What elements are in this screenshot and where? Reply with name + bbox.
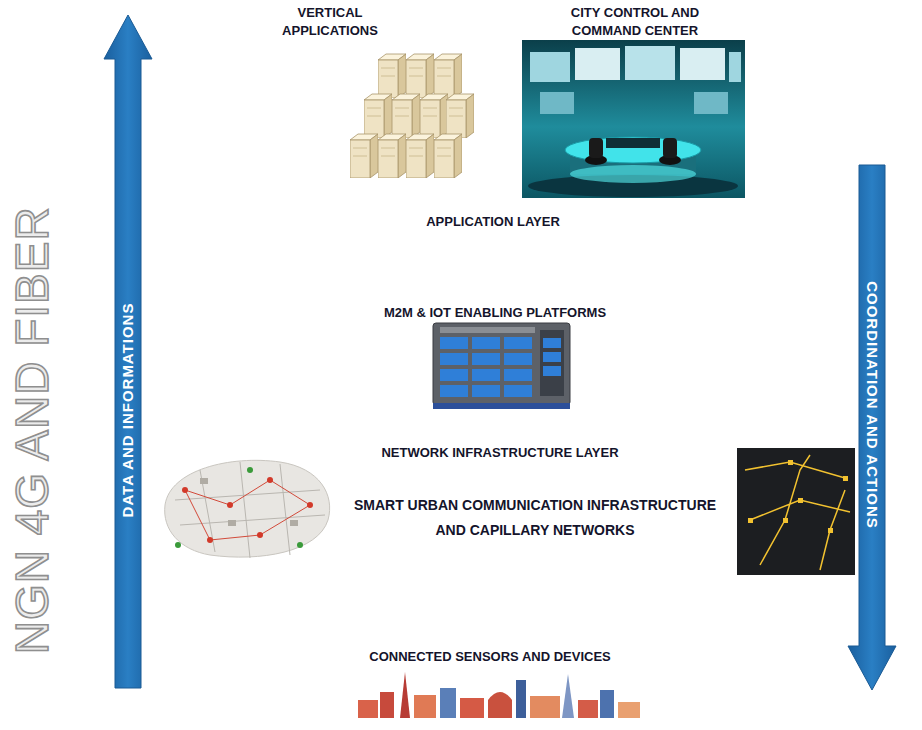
layer-title: M2M & IOT ENABLING PLATFORMS [384, 305, 606, 321]
flow-arrow [104, 15, 152, 688]
layer-title: CONNECTED SENSORS AND DEVICES [369, 649, 611, 665]
image-caption: CITY CONTROL AND COMMAND CENTER [555, 4, 715, 40]
layer-title: APPLICATION LAYER [426, 214, 560, 230]
layer-ellipse: M2M & IOT ENABLING PLATFORMS [93, 298, 907, 410]
layer-title: NETWORK INFRASTRUCTURE LAYER [381, 445, 618, 461]
dark-map-picture [737, 448, 855, 575]
disk-rim [110, 134, 900, 238]
disk-face [108, 624, 904, 712]
arrow-label: COORDINATION AND ACTIONS [863, 281, 881, 529]
control-room-picture [522, 40, 745, 198]
disk-face [95, 300, 905, 408]
layer-disk [106, 620, 906, 722]
disk-face [110, 472, 882, 580]
image-caption: VERTICAL APPLICATIONS [265, 4, 395, 40]
layer-ellipse: NETWORK INFRASTRUCTURE LAYER SMART URBAN … [108, 440, 884, 584]
layer-ellipse: CONNECTED SENSORS AND DEVICES [106, 620, 906, 722]
flow-arrow [848, 165, 896, 690]
disk-rim [108, 626, 904, 720]
platform-picture [433, 323, 570, 409]
disk-face [110, 132, 900, 230]
layer-ellipse: APPLICATION LAYER [108, 128, 902, 240]
city-map-picture [165, 460, 330, 558]
layer-description: SMART URBAN COMMUNICATION INFRASTRUCTURE… [343, 493, 728, 543]
skyline-picture [358, 672, 640, 718]
server-cluster [350, 54, 474, 178]
network-watermark: NGN 4G AND FIBER [7, 206, 58, 654]
arrow-label: DATA AND INFORMATIONS [119, 303, 137, 518]
